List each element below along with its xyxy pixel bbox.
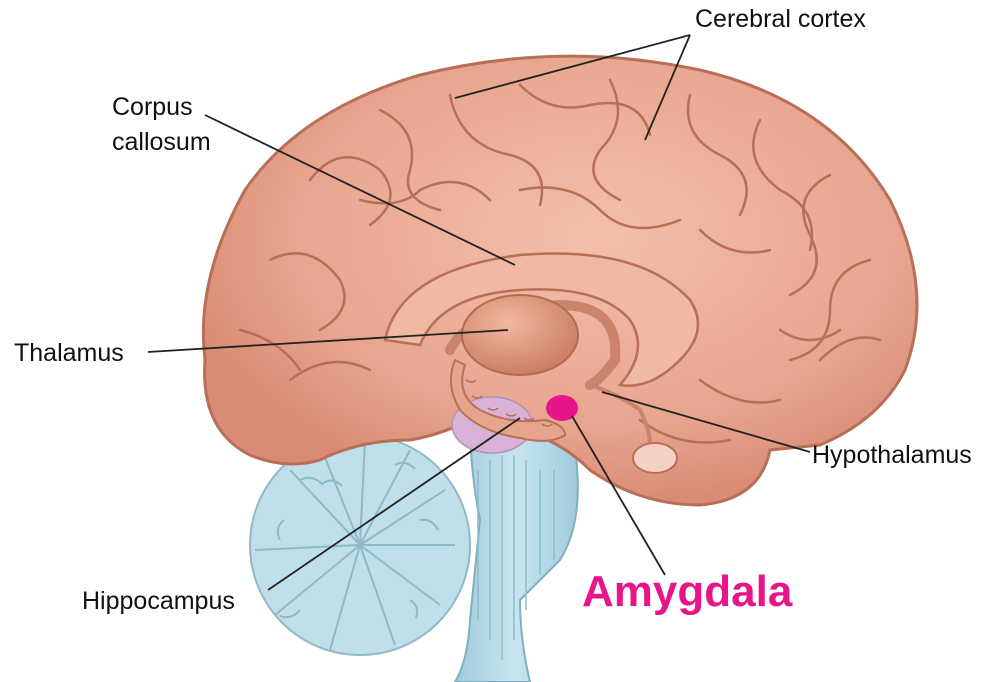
label-hippocampus: Hippocampus bbox=[82, 586, 235, 616]
label-thalamus: Thalamus bbox=[14, 338, 124, 368]
label-corpus-callosum-line2: callosum bbox=[112, 127, 211, 157]
label-cerebral-cortex: Cerebral cortex bbox=[695, 4, 866, 34]
label-corpus-callosum-line1: Corpus bbox=[112, 92, 193, 122]
cerebellum bbox=[250, 435, 470, 655]
label-hypothalamus: Hypothalamus bbox=[812, 440, 972, 470]
thalamus bbox=[462, 295, 578, 375]
label-amygdala: Amygdala bbox=[582, 568, 792, 616]
